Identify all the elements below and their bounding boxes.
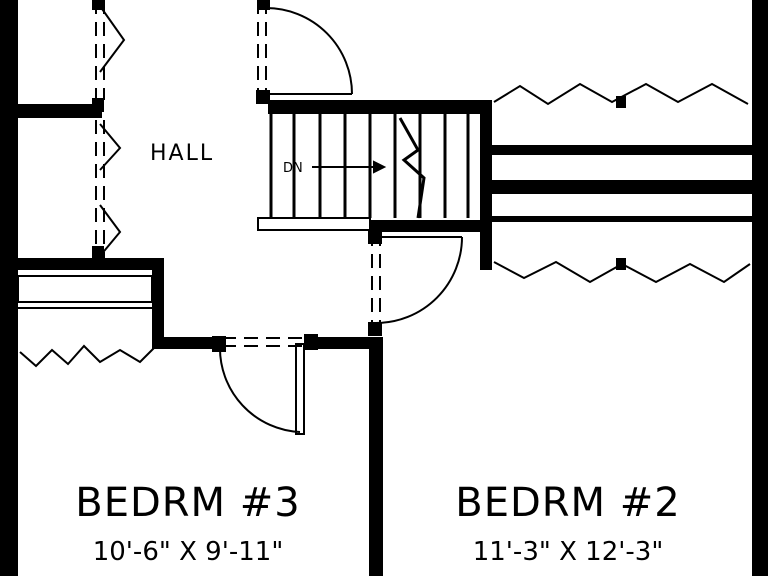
hall-door-arc — [265, 7, 353, 95]
right-exterior-wall — [752, 0, 768, 576]
shelf-3 — [492, 216, 752, 222]
stair-down-label: DN — [283, 161, 303, 176]
bifold-door-closet-bottom — [19, 344, 157, 368]
thin-lines — [17, 217, 371, 309]
jamb-marker — [92, 0, 104, 10]
closet-top-wall — [18, 258, 164, 270]
jamb-marker — [256, 90, 270, 104]
bifold-door-left-mid — [99, 123, 122, 171]
bifold-door-left-lower — [99, 204, 122, 257]
bedroom3-top-wall-left — [152, 337, 220, 349]
closet-right-wall — [152, 258, 164, 348]
bedroom3-name: BEDRM #3 — [75, 480, 301, 526]
hall-label: HALL — [150, 141, 214, 166]
bifold-door-closet2-top — [493, 82, 749, 106]
stair-top-wall — [268, 100, 490, 114]
stair-landing-edge — [257, 217, 371, 231]
closet-shelf-box — [17, 275, 153, 303]
closet-door-arc — [375, 236, 463, 324]
jamb-marker — [368, 230, 382, 244]
shelf-2 — [492, 180, 752, 194]
swing-doors — [218, 7, 463, 435]
jamb-marker — [92, 246, 104, 260]
bedroom2-name: BEDRM #2 — [455, 480, 681, 526]
bedroom3-door-arc — [218, 345, 301, 433]
hall-left-wall-stub — [18, 104, 102, 118]
bifold-door-left-upper — [99, 5, 126, 73]
stair-break-line — [398, 117, 426, 219]
jamb-marker — [616, 96, 626, 108]
jamb-marker — [368, 322, 382, 336]
stair-arrow — [312, 160, 387, 174]
dashed-lines — [95, 0, 381, 347]
jamb-marker — [92, 98, 104, 112]
bedroom2-dimensions: 11'-3" X 12'-3" — [473, 537, 664, 567]
jamb-marker — [304, 334, 318, 350]
bedroom3-dimensions: 10'-6" X 9'-11" — [93, 537, 284, 567]
stair-bottom-wall — [370, 220, 488, 232]
jamb-marker — [258, 0, 270, 10]
jamb-marker — [212, 336, 226, 352]
left-exterior-wall — [0, 0, 18, 576]
closet2-left-wall — [480, 100, 492, 270]
bedroom-divider-wall — [369, 337, 383, 576]
jambs — [92, 0, 626, 352]
bedroom3-top-wall-right — [306, 337, 380, 349]
shelf-1 — [492, 145, 752, 155]
bedroom3-door-panel — [295, 343, 305, 435]
jamb-marker — [616, 258, 626, 270]
stair-arrow-head — [373, 160, 387, 174]
